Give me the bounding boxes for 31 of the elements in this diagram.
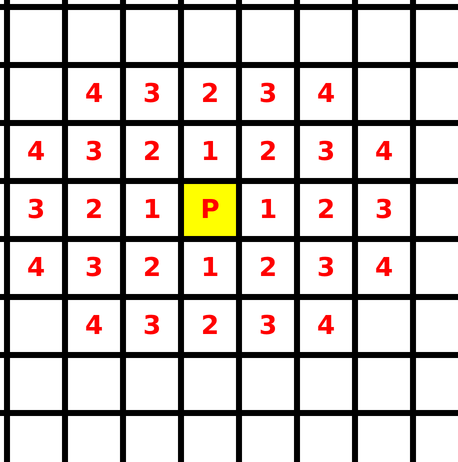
distance-number: 2: [142, 255, 162, 281]
distance-number: 2: [316, 197, 336, 223]
distance-number: 1: [142, 197, 162, 223]
distance-number: 3: [316, 139, 336, 165]
distance-number: 3: [374, 197, 394, 223]
distance-number: 4: [26, 255, 46, 281]
distance-number: 3: [84, 255, 104, 281]
distance-number: 2: [258, 255, 278, 281]
distance-number: 3: [142, 313, 162, 339]
distance-number: 1: [200, 139, 220, 165]
distance-number: 1: [200, 255, 220, 281]
distance-number: 4: [84, 81, 104, 107]
distance-number: 4: [316, 81, 336, 107]
distance-number: 3: [26, 197, 46, 223]
distance-number: 3: [258, 81, 278, 107]
highlighted-cell: P: [184, 184, 236, 236]
distance-number: 2: [84, 197, 104, 223]
distance-number: 2: [200, 313, 220, 339]
distance-number: 2: [200, 81, 220, 107]
distance-number: 4: [26, 139, 46, 165]
distance-number: 1: [258, 197, 278, 223]
distance-number: 3: [84, 139, 104, 165]
distance-number: 4: [374, 139, 394, 165]
distance-number: 3: [316, 255, 336, 281]
distance-number: 4: [374, 255, 394, 281]
distance-number: 4: [316, 313, 336, 339]
distance-number: 2: [142, 139, 162, 165]
distance-number: 2: [258, 139, 278, 165]
distance-number: 3: [258, 313, 278, 339]
distance-number: 3: [142, 81, 162, 107]
distance-number: 4: [84, 313, 104, 339]
